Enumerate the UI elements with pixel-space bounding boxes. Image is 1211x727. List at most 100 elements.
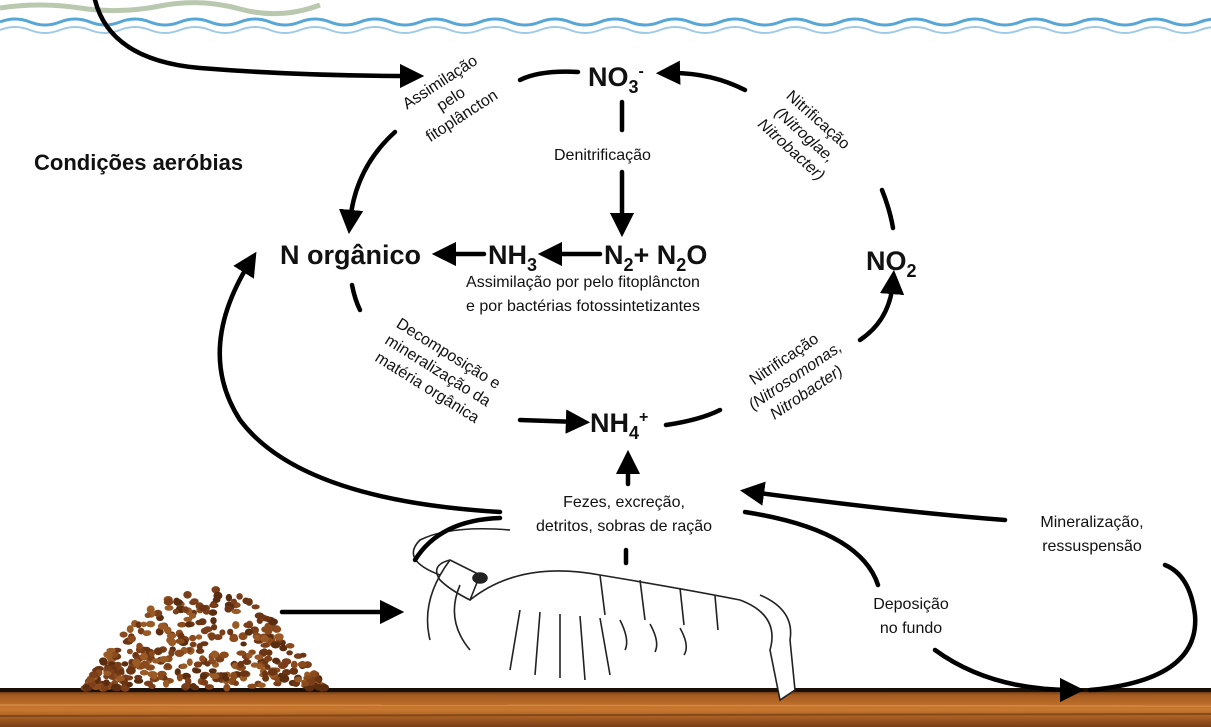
feed-pellet <box>246 652 253 658</box>
feed-pellet <box>99 657 107 664</box>
feed-pellet <box>196 648 204 654</box>
feed-pellet <box>120 632 128 638</box>
feed-pellet <box>152 658 160 663</box>
svg-text:Mineralização,: Mineralização, <box>1040 514 1143 531</box>
node-nh4: NH4+ <box>590 408 648 443</box>
feed-pellet <box>282 658 292 665</box>
feed-pellet <box>103 651 112 658</box>
feed-pellet <box>122 661 129 666</box>
feed-pellets-pile <box>81 586 329 692</box>
arrow-arc-right-top <box>882 190 893 228</box>
feed-pellet <box>219 629 225 635</box>
feed-pellet <box>200 680 208 686</box>
feed-pellet <box>247 684 257 689</box>
label-assimilation-phytoplankton: Assimilação pelo fitoplâncton <box>400 52 503 146</box>
feed-pellet <box>286 650 293 655</box>
feed-pellet <box>140 653 148 661</box>
feed-pellet <box>103 671 111 676</box>
feed-pellet <box>185 622 191 628</box>
feed-pellet <box>240 642 246 647</box>
feed-pellet <box>280 675 290 683</box>
feed-pellet <box>286 643 295 649</box>
arrow-shrimp-antenna-curve <box>415 518 500 560</box>
feed-pellet <box>223 676 229 681</box>
feed-pellet <box>213 592 222 600</box>
feed-pellet <box>136 643 143 650</box>
feed-pellet <box>200 673 208 680</box>
feed-pellet <box>261 648 267 655</box>
feed-pellet <box>158 674 164 680</box>
feed-pellet <box>208 633 215 641</box>
arrow-nh4-to-nitrification <box>666 410 720 425</box>
label-aerobic-conditions: Condições aeróbias <box>34 150 243 175</box>
feed-pellet <box>210 617 216 624</box>
label-denitrification: Denitrificação <box>554 147 651 164</box>
svg-text:ressuspensão: ressuspensão <box>1042 538 1142 555</box>
feed-pellet <box>254 654 263 660</box>
feed-pellet <box>220 652 229 659</box>
feed-pellet <box>231 599 237 605</box>
feed-pellet <box>182 606 189 613</box>
feed-pellet <box>246 598 253 606</box>
feed-pellet <box>200 641 208 646</box>
feed-pellet <box>223 684 230 692</box>
feed-pellet <box>240 670 249 677</box>
feed-pellet <box>264 656 272 662</box>
feed-pellet <box>272 626 281 633</box>
label-assimilation-bacteria: Assimilação por pelo fitoplâncton e por … <box>466 274 700 315</box>
shrimp-illustration <box>413 529 795 700</box>
feed-pellet <box>176 638 185 644</box>
feed-pellet <box>245 629 253 636</box>
feed-pellet <box>168 649 174 657</box>
feed-pellet <box>103 679 110 686</box>
feed-pellet <box>174 599 183 606</box>
arrow-decomposition-to-nh4 <box>520 420 578 422</box>
label-decomposition: Decomposição e mineralização da matéria … <box>371 315 504 427</box>
feed-pellet <box>117 669 124 674</box>
label-nitrification-bottom: Nitrificação (Nitrosomonas, Nitrobacter) <box>735 322 857 430</box>
feed-pellet <box>164 599 174 606</box>
svg-text:no fundo: no fundo <box>880 620 942 637</box>
feed-pellet <box>229 636 238 642</box>
feed-pellet <box>132 659 141 667</box>
feed-pellet <box>175 650 185 657</box>
feed-pellet <box>115 662 122 668</box>
feed-pellet <box>243 622 253 628</box>
svg-text:Fezes, excreção,: Fezes, excreção, <box>563 494 685 511</box>
label-mineralization: Mineralização, ressuspensão <box>1040 514 1143 555</box>
svg-text:NH3: NH3 <box>488 240 537 275</box>
feed-pellet <box>134 675 142 680</box>
feed-pellet <box>209 668 217 673</box>
feed-pellet <box>128 636 136 643</box>
svg-text:Assimilação por pelo fitoplânc: Assimilação por pelo fitoplâncton <box>466 274 700 291</box>
svg-text:detritos, sobras de ração: detritos, sobras de ração <box>536 518 712 535</box>
feed-pellet <box>226 594 232 602</box>
feed-pellet <box>254 635 260 641</box>
arrow-sediment-to-mineralization <box>1090 565 1195 690</box>
feed-pellet <box>231 609 241 614</box>
arrow-assimilation-to-norg <box>520 72 578 80</box>
feed-pellet <box>140 670 149 676</box>
feed-pellet <box>271 641 281 648</box>
feed-pellet <box>257 664 263 669</box>
feed-pellet <box>167 633 176 639</box>
feed-pellet <box>187 658 193 666</box>
feed-pellet <box>196 634 202 639</box>
feed-pellet <box>211 624 217 630</box>
svg-text:e por bactérias fotossintetiza: e por bactérias fotossintetizantes <box>466 298 700 315</box>
feed-pellet <box>225 606 233 613</box>
feed-pellet <box>252 604 260 609</box>
node-n-organico: N orgânico <box>280 240 421 270</box>
svg-text:Deposição: Deposição <box>873 596 949 613</box>
node-no3: NO3- <box>588 62 644 97</box>
feed-pellet <box>199 618 207 625</box>
feed-pellet <box>189 635 196 641</box>
feed-pellet <box>180 663 187 669</box>
feed-pellet <box>111 684 120 691</box>
feed-pellet <box>262 671 268 678</box>
feed-pellet <box>141 622 147 627</box>
feed-pellet <box>83 684 90 690</box>
feed-pellet <box>190 642 197 648</box>
feed-pellet <box>204 661 210 666</box>
